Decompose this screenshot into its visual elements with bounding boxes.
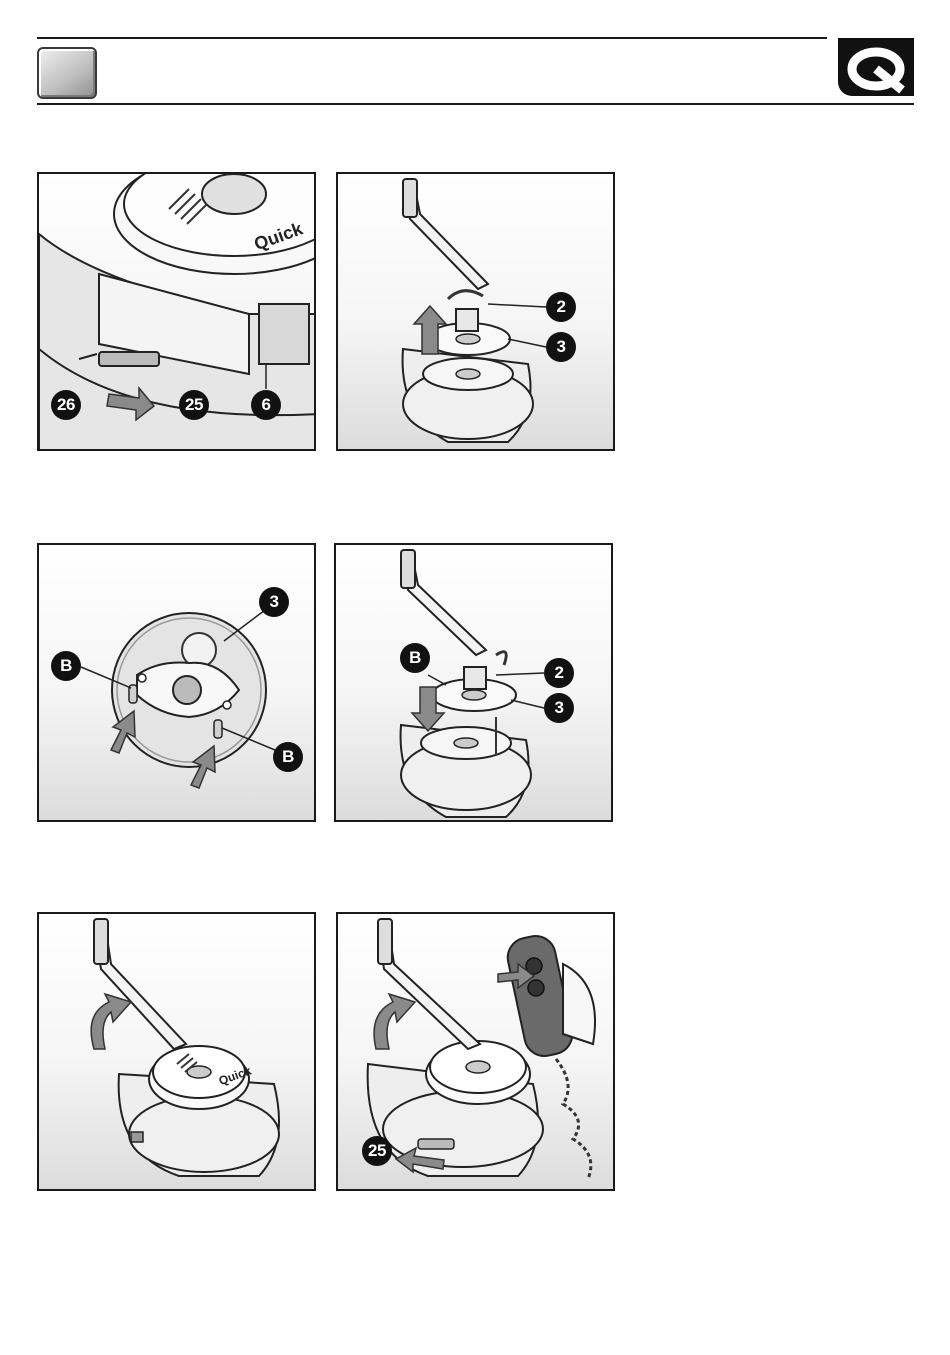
- hand-illustration: [563, 964, 595, 1044]
- pin-b-right: [214, 720, 222, 738]
- rotate-arrow-icon: [448, 291, 483, 299]
- figure-2-drum-removal: 2 3: [336, 172, 615, 451]
- header-bottom-rule: [37, 103, 914, 105]
- header-top-rule: [37, 37, 827, 39]
- callout-25: 25: [179, 390, 209, 420]
- callout-B: B: [273, 742, 303, 772]
- callout-3: 3: [544, 693, 574, 723]
- figure-3-cap-pins: 3 B B: [37, 543, 316, 822]
- grey-square-tab-icon: [37, 47, 97, 99]
- callout-2: 2: [544, 658, 574, 688]
- quick-logo-icon: [838, 38, 914, 96]
- callout-25: 25: [362, 1136, 392, 1166]
- figure-4-drum-refit: B 2 3: [334, 543, 613, 822]
- rotate-arrow-icon: [496, 652, 506, 665]
- release-lever: [99, 352, 159, 366]
- curved-rotate-arrow-icon: [374, 994, 415, 1049]
- figure-5-manual-crank: Quick: [37, 912, 316, 1191]
- curved-rotate-arrow-icon: [91, 994, 131, 1049]
- callout-2: 2: [546, 292, 576, 322]
- coiled-cable: [556, 1059, 591, 1179]
- callout-3: 3: [546, 332, 576, 362]
- figure-6-remote-control: 25: [336, 912, 615, 1191]
- callout-B: B: [51, 651, 81, 681]
- callout-6: 6: [251, 390, 281, 420]
- figure-1-lever-release: Quick 26 25 6: [37, 172, 316, 451]
- callout-3: 3: [259, 587, 289, 617]
- callout-B: B: [400, 643, 430, 673]
- callout-26: 26: [51, 390, 81, 420]
